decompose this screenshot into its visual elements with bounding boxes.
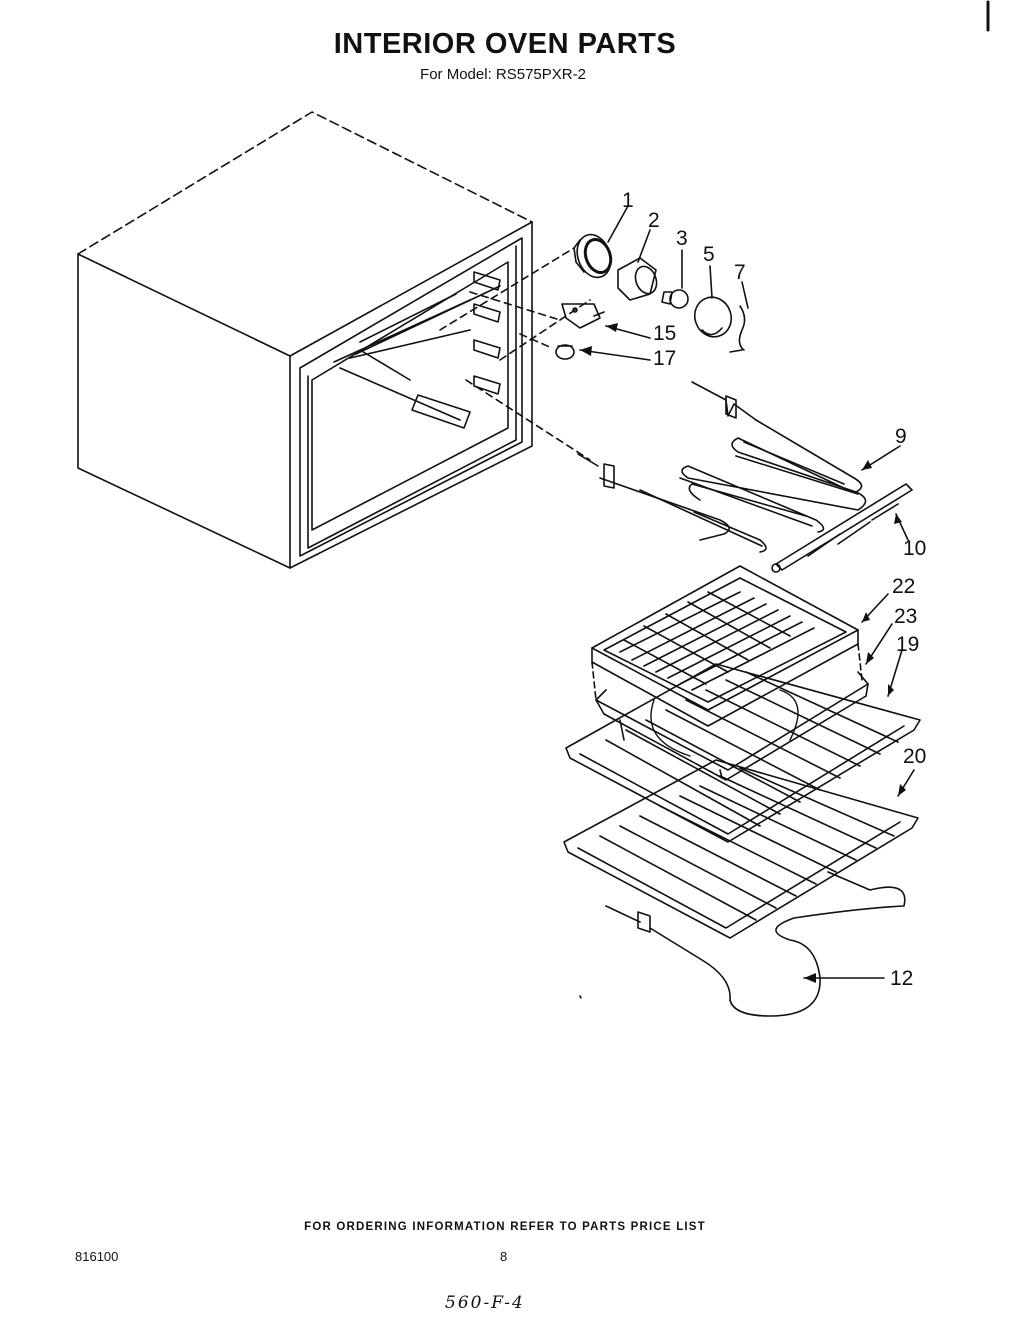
callout-17: 17 — [653, 347, 677, 370]
callout-19: 19 — [896, 633, 920, 656]
callout-10: 10 — [903, 537, 927, 560]
callout-20: 20 — [903, 745, 927, 768]
document-number: 816100 — [75, 1249, 119, 1264]
page-number: 8 — [500, 1249, 508, 1264]
callout-15: 15 — [653, 322, 677, 345]
callout-leaders — [579, 205, 915, 979]
page-title: INTERIOR OVEN PARTS — [333, 28, 677, 60]
oven-rack-upper — [565, 663, 921, 843]
temperature-sensor — [579, 871, 906, 1017]
callout-12: 12 — [890, 967, 914, 990]
callout-23: 23 — [894, 605, 918, 628]
callout-arrowheads — [580, 323, 906, 983]
bake-element — [577, 453, 913, 573]
handwritten-code: 560-F-4 — [445, 1293, 525, 1313]
ordering-info-note: FOR ORDERING INFORMATION REFER TO PARTS … — [304, 1221, 706, 1233]
callout-1: 1 — [622, 189, 634, 212]
callout-22: 22 — [892, 575, 916, 598]
oven-rack-lower — [563, 759, 919, 939]
callout-9: 9 — [895, 425, 907, 448]
broil-element — [679, 381, 867, 533]
model-subtitle: For Model: RS575PXR-2 — [420, 66, 586, 83]
oven-cavity — [77, 111, 591, 569]
callout-3: 3 — [676, 227, 688, 250]
callout-2: 2 — [648, 209, 660, 232]
oven-light-assembly — [555, 233, 746, 360]
callout-7: 7 — [734, 261, 746, 284]
broiler-pan — [591, 565, 869, 781]
callout-5: 5 — [703, 243, 715, 266]
